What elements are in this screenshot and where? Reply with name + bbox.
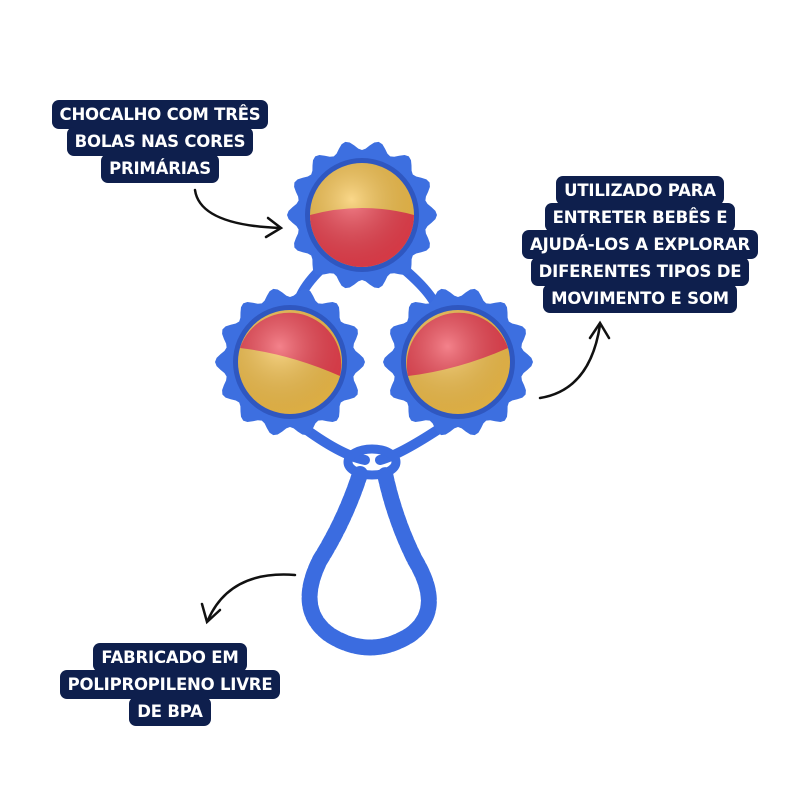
rattle-ball-ring: [215, 288, 365, 436]
arrow-to-right-ball: [538, 323, 602, 400]
callout-line: POLIPROPILENO LIVRE: [59, 670, 281, 699]
callout-balls: CHOCALHO COM TRÊS BOLAS NAS CORES PRIMÁR…: [40, 100, 280, 183]
callout-line: FABRICADO EM: [93, 643, 247, 672]
callout-line: DE BPA: [129, 697, 211, 726]
rattle-ball-ring: [383, 288, 533, 436]
callout-purpose: UTILIZADO PARA ENTRETER BEBÊS E AJUDÁ-LO…: [510, 176, 770, 313]
arrow-to-top-ball: [193, 188, 282, 230]
arrow-to-handle: [206, 573, 297, 622]
callout-material: FABRICADO EM POLIPROPILENO LIVRE DE BPA: [50, 643, 290, 726]
arrows: [193, 188, 611, 625]
callout-line: CHOCALHO COM TRÊS: [51, 100, 269, 129]
callout-line: DIFERENTES TIPOS DE: [530, 257, 750, 286]
callout-line: PRIMÁRIAS: [101, 154, 219, 183]
callout-line: AJUDÁ-LOS A EXPLORAR: [522, 230, 758, 259]
callout-line: ENTRETER BEBÊS E: [544, 203, 736, 232]
rattle-ball-ring: [287, 141, 437, 289]
callout-line: MOVIMENTO E SOM: [543, 284, 737, 313]
callout-line: UTILIZADO PARA: [556, 176, 724, 205]
callout-line: BOLAS NAS CORES: [66, 127, 254, 156]
